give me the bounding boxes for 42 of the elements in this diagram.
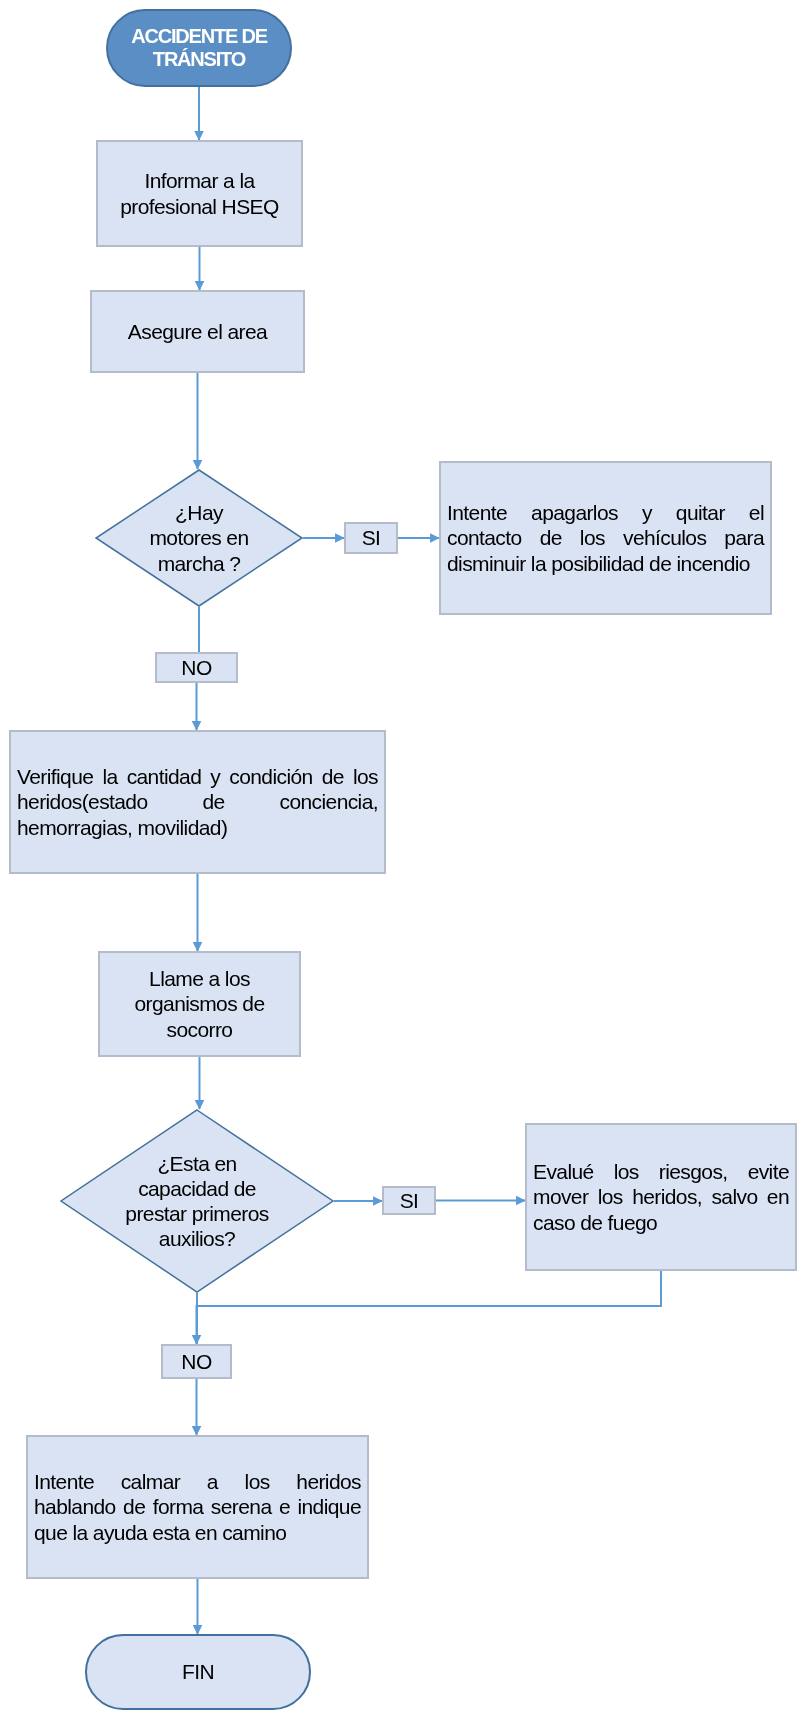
arrow: [192, 873, 203, 952]
step-text: SI: [399, 1187, 419, 1214]
terminal-text: ACCIDENTE DE TRÁNSITO: [130, 25, 269, 71]
arrow: [397, 533, 440, 543]
process-box: [98, 951, 301, 1057]
process-box: [26, 1435, 369, 1579]
arrow: [194, 1056, 205, 1110]
step-text: Informar a la profesional HSEQ: [119, 168, 280, 219]
process-box: [96, 140, 303, 247]
arrow: [191, 1378, 202, 1436]
process-box: [525, 1123, 797, 1271]
decision-diamond: [95, 469, 303, 607]
step-text: Evalué los riesgos, evite mover los heridos, salvo en caso de fuego: [532, 1159, 790, 1235]
arrow: [302, 533, 345, 543]
arrow: [192, 1578, 203, 1635]
arrow: [191, 1270, 662, 1345]
step-text: NO: [181, 1348, 212, 1375]
process-box: [382, 1186, 436, 1215]
decision-text: ¿Hay motores en marcha ?: [148, 500, 250, 576]
step-text: Verifique la cantidad y condición de los heridos(estado de conciencia, hemorragias, movilidad): [16, 764, 379, 840]
arrow: [194, 246, 205, 291]
step-text: Asegure el area: [127, 318, 268, 345]
step-text: Intente calmar a los heridos hablando de forma serena e indique que la ayuda esta en camino: [33, 1469, 362, 1545]
terminal-text: FIN: [182, 1659, 214, 1685]
arrow: [333, 1196, 383, 1206]
step-text: Intente apagarlos y quitar el contacto de los vehículos para disminuir la posibilidad de incendio: [446, 500, 766, 576]
process-box: [161, 1344, 232, 1379]
process-box: [155, 652, 238, 683]
step-text: NO: [181, 654, 212, 681]
process-box: [9, 730, 386, 874]
step-text: Llame a los organismos de socorro: [133, 966, 266, 1042]
decision-text: ¿Esta en capacidad de prestar primeros auxilios?: [124, 1150, 270, 1252]
decision-diamond: [60, 1109, 334, 1293]
process-box: [439, 461, 772, 615]
process-box: [90, 290, 305, 373]
connector-line: [198, 606, 200, 653]
arrow: [191, 682, 202, 731]
step-text: SI: [361, 525, 381, 551]
process-box: [344, 522, 398, 554]
arrow: [435, 1195, 526, 1206]
arrow: [194, 86, 204, 141]
arrow: [192, 372, 203, 470]
